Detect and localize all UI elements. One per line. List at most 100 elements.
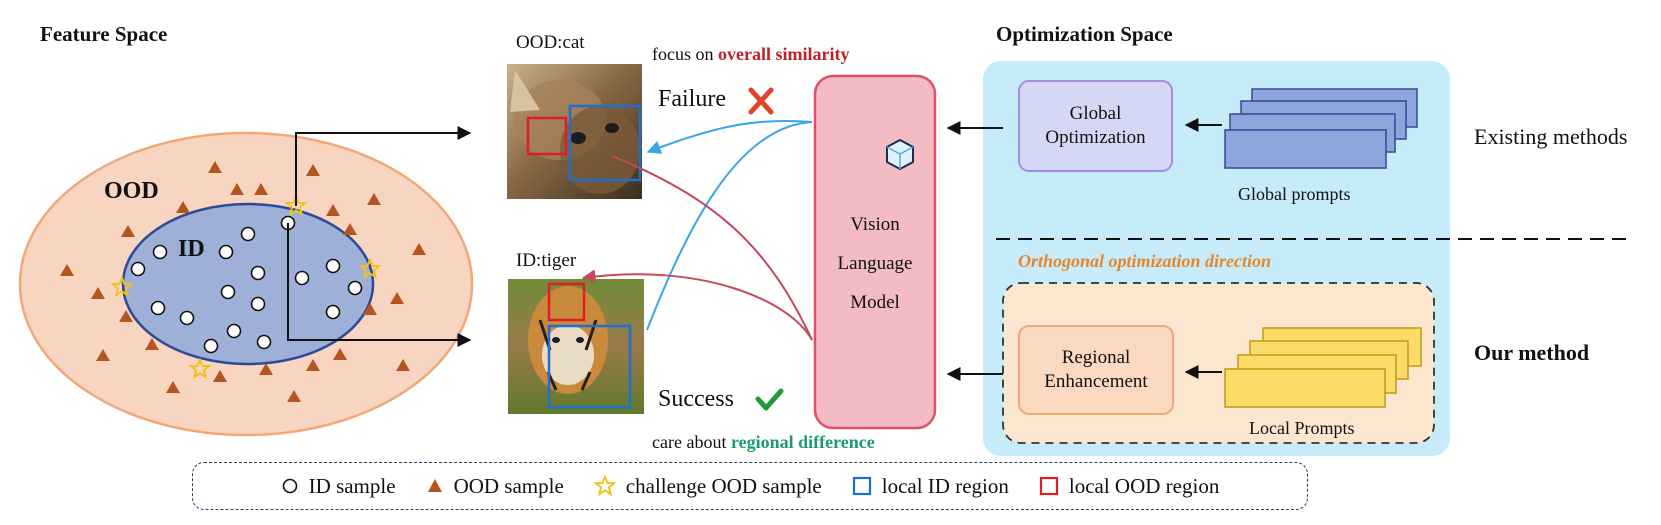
id-sample <box>218 244 234 260</box>
regional-line-1: Regional <box>1061 347 1131 368</box>
id-sample <box>325 304 341 320</box>
feature-to-image-arrows <box>287 126 472 347</box>
orthogonal-direction-label: Orthogonal optimization direction <box>1018 251 1272 271</box>
ood-sample <box>390 292 404 304</box>
care-prefix: care about <box>652 432 731 452</box>
local-prompts-stack <box>1224 327 1422 408</box>
feature-space-title: Feature Space <box>40 22 168 46</box>
optimization-space-title: Optimization Space <box>996 22 1173 46</box>
failure-label: Failure <box>658 86 726 112</box>
legend-id-sample: ID sample <box>281 474 396 499</box>
global-optimization-box <box>1018 80 1173 172</box>
ood-sample <box>208 161 222 173</box>
star-icon <box>593 475 616 497</box>
focus-prefix: focus on <box>652 44 718 64</box>
red-curve-cat <box>611 155 813 341</box>
ood-sample <box>363 303 377 315</box>
care-annotation: care about regional difference <box>652 432 875 453</box>
ood-sample <box>145 338 159 350</box>
blue-square-icon <box>852 476 871 496</box>
ood-sample <box>396 359 410 371</box>
cat-image-label: OOD:cat <box>516 32 585 53</box>
legend-challenge: challenge OOD sample <box>593 473 822 499</box>
ood-sample <box>230 183 244 195</box>
legend-local-id-text: local ID region <box>881 473 1009 498</box>
global-optimization-label: Global Optimization <box>1019 102 1172 150</box>
ood-label: OOD <box>104 178 159 204</box>
model-cube-icon <box>886 138 914 171</box>
ood-sample <box>326 204 340 216</box>
blue-curve-tiger <box>646 121 813 331</box>
id-sample <box>256 334 272 350</box>
id-sample <box>250 265 266 281</box>
legend-id-sample-text: ID sample <box>308 473 396 498</box>
ood-sample <box>412 243 426 255</box>
id-sample <box>203 338 219 354</box>
id-sample <box>226 323 242 339</box>
red-curve-tiger <box>581 269 813 341</box>
id-sample <box>250 296 266 312</box>
id-sample <box>347 280 363 296</box>
id-label: ID <box>178 236 205 262</box>
optimization-arrows <box>946 118 1222 381</box>
regional-line-2: Enhancement <box>1044 371 1148 392</box>
id-sample <box>220 284 236 300</box>
global-line-2: Optimization <box>1045 127 1146 148</box>
ood-sample <box>306 359 320 371</box>
focus-emphasis: overall similarity <box>718 44 850 64</box>
success-label: Success <box>658 386 734 412</box>
success-check-icon <box>755 388 784 411</box>
ood-samples <box>60 161 426 402</box>
vlm-line-1: Vision <box>850 214 900 235</box>
id-sample <box>294 270 310 286</box>
global-prompts-label: Global prompts <box>1238 184 1351 204</box>
ood-sample <box>91 287 105 299</box>
ood-sample <box>119 310 133 322</box>
challenge-ood-sample <box>358 257 382 280</box>
ood-sample <box>343 223 357 235</box>
ood-sample <box>367 193 381 205</box>
legend-local-ood-text: local OOD region <box>1068 473 1220 498</box>
challenge-ood-sample <box>188 357 212 380</box>
legend-challenge-text: challenge OOD sample <box>625 473 822 498</box>
id-sample <box>240 226 256 242</box>
vlm-line-2: Language <box>837 253 913 274</box>
challenge-ood-samples <box>110 194 382 380</box>
red-square-icon <box>1039 476 1058 496</box>
arrow-to-cat <box>295 126 472 206</box>
id-samples <box>130 215 363 354</box>
vlm-to-image-curves <box>581 119 813 341</box>
our-method-label: Our method <box>1474 340 1590 365</box>
failure-cross-icon <box>748 87 774 115</box>
blue-curve-cat <box>646 119 813 154</box>
id-sample <box>152 244 168 260</box>
arrow-to-tiger <box>287 223 472 347</box>
challenge-ood-sample <box>284 194 308 217</box>
ood-sample <box>254 183 268 195</box>
challenge-ood-sample <box>110 275 134 298</box>
id-sample <box>325 258 341 274</box>
global-prompts-stack <box>1224 88 1418 169</box>
legend-local-ood: local OOD region <box>1039 474 1219 499</box>
care-emphasis: regional difference <box>730 432 875 452</box>
ood-sample <box>333 348 347 360</box>
focus-annotation: focus on overall similarity <box>652 44 849 65</box>
ood-sample <box>287 390 301 402</box>
ood-sample <box>166 381 180 393</box>
global-line-1: Global <box>1069 103 1122 124</box>
ood-sample <box>96 349 110 361</box>
id-sample <box>130 261 146 277</box>
regional-enhancement-box <box>1018 325 1174 415</box>
id-sample <box>150 300 166 316</box>
vlm-line-3: Model <box>850 292 900 313</box>
id-sample <box>179 310 195 326</box>
ood-sample <box>259 363 273 375</box>
ood-sample <box>213 370 227 382</box>
legend-ood-sample-text: OOD sample <box>453 473 564 498</box>
cat-image <box>507 64 642 199</box>
tiger-image <box>508 279 644 414</box>
ood-sample <box>176 201 190 213</box>
legend-ood-sample: OOD sample <box>426 474 564 499</box>
tiger-image-label: ID:tiger <box>516 250 577 271</box>
